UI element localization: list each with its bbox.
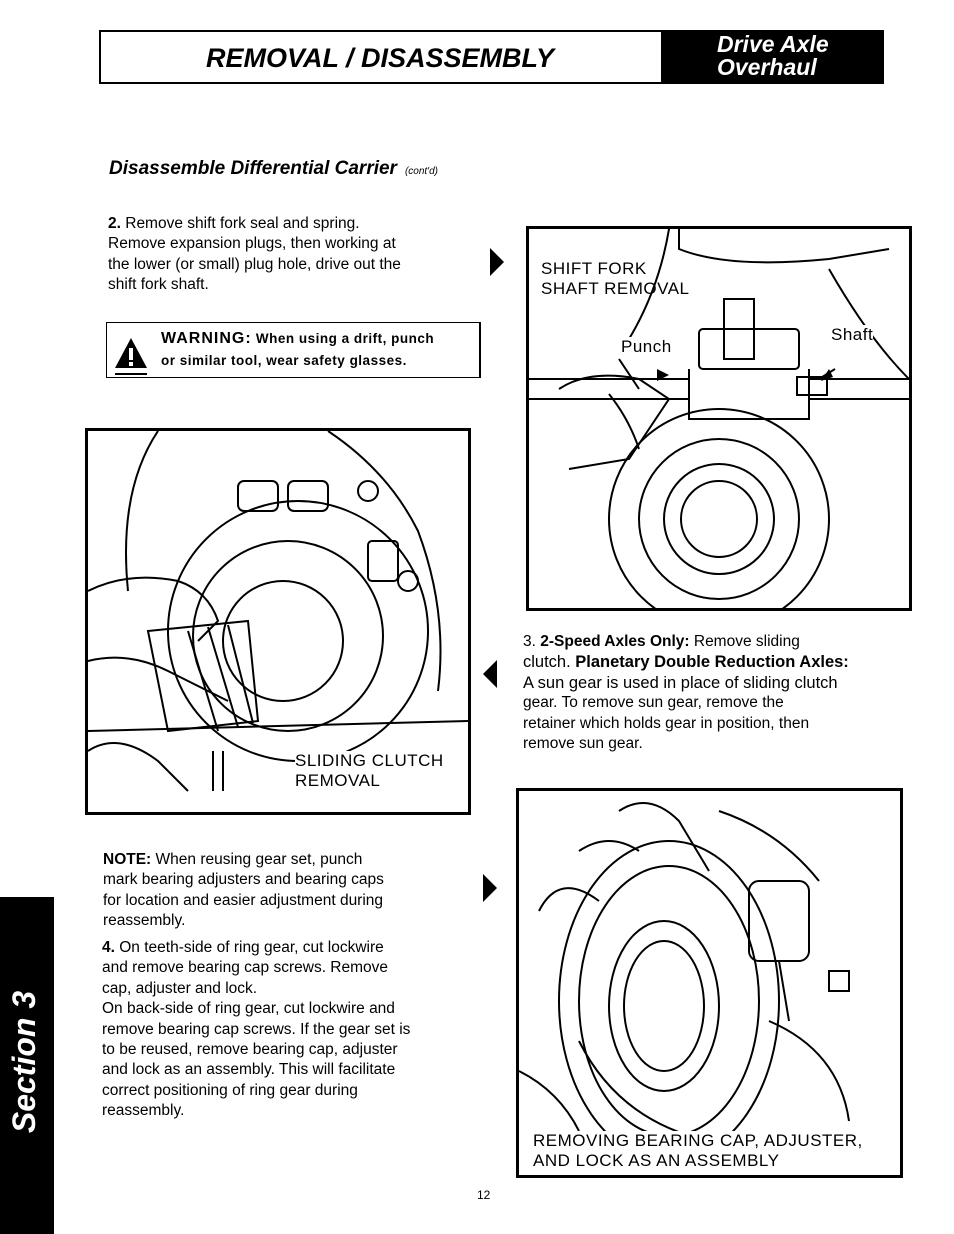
note-line2: mark bearing adjusters and bearing caps bbox=[103, 871, 384, 889]
step-3-line5: retainer which holds gear in position, t… bbox=[523, 714, 810, 732]
bearing-cap-label: REMOVING BEARING CAP, ADJUSTER, AND LOCK… bbox=[533, 1131, 863, 1171]
sliding-clutch-label-line1: SLIDING CLUTCH bbox=[295, 751, 444, 770]
sliding-clutch-label: SLIDING CLUTCH REMOVAL bbox=[295, 751, 444, 791]
step-2-number: 2. bbox=[108, 215, 121, 232]
step-4-line8: correct positioning of ring gear during bbox=[102, 1081, 358, 1099]
step-4-number: 4. bbox=[102, 939, 115, 956]
step-4-line4: On back-side of ring gear, cut lockwire … bbox=[102, 1000, 395, 1018]
step-3-line4: gear. To remove sun gear, remove the bbox=[523, 694, 784, 712]
shaft-callout: Shaft bbox=[831, 325, 874, 345]
figure-bearing-cap-removal: REMOVING BEARING CAP, ADJUSTER, AND LOCK… bbox=[516, 788, 903, 1178]
step-2-line4: shift fork shaft. bbox=[108, 276, 209, 294]
warning-lead: WARNING: bbox=[161, 330, 252, 347]
step-4-line2: and remove bearing cap screws. Remove bbox=[102, 959, 389, 977]
step-3-line2a: clutch. bbox=[523, 653, 571, 672]
bearing-cap-illustration bbox=[519, 802, 850, 1162]
figure-sliding-clutch-removal: SLIDING CLUTCH REMOVAL bbox=[85, 428, 471, 815]
figure-shift-fork-removal: SHIFT FORK SHAFT REMOVAL Punch Shaft bbox=[526, 226, 912, 611]
pointer-right-arrow-icon bbox=[490, 248, 504, 276]
shift-fork-label-line2: SHAFT REMOVAL bbox=[541, 279, 690, 298]
bearing-cap-label-line2: AND LOCK AS AN ASSEMBLY bbox=[533, 1151, 780, 1170]
step-4-line1: On teeth-side of ring gear, cut lockwire bbox=[114, 939, 384, 956]
step-3-line3: A sun gear is used in place of sliding c… bbox=[523, 673, 838, 692]
warning-line2: or similar tool, wear safety glasses. bbox=[161, 353, 407, 368]
step-3-bold1: 2-Speed Axles Only: bbox=[540, 633, 690, 650]
warning-line1: When using a drift, punch bbox=[251, 331, 435, 346]
step-4-text: 4. On teeth-side of ring gear, cut lockw… bbox=[102, 938, 474, 1122]
sliding-clutch-label-line2: REMOVAL bbox=[295, 771, 381, 790]
step-4-line9: reassembly. bbox=[102, 1102, 185, 1120]
note-line1: When reusing gear set, punch bbox=[151, 851, 363, 868]
section-tab-label: Section 3 bbox=[6, 990, 42, 1134]
page-number: 12 bbox=[477, 1188, 491, 1202]
bearing-cap-label-line1: REMOVING BEARING CAP, ADJUSTER, bbox=[533, 1131, 863, 1150]
punch-callout: Punch bbox=[621, 337, 672, 357]
step-4-line7: and lock as an assembly. This will facil… bbox=[102, 1061, 396, 1079]
section-heading-text: Disassemble Differential Carrier bbox=[109, 158, 397, 179]
step-3-number: 3. bbox=[523, 633, 536, 650]
note-text: NOTE: When reusing gear set, punch mark … bbox=[103, 850, 473, 932]
section-tab bbox=[0, 897, 54, 1234]
note-line3: for location and easier adjustment durin… bbox=[103, 891, 384, 909]
pointer-left-arrow-icon bbox=[483, 660, 497, 688]
step-2-line2: Remove expansion plugs, then working at bbox=[108, 235, 396, 253]
warning-text: WARNING: When using a drift, punch or si… bbox=[161, 328, 479, 372]
shift-fork-label-line1: SHIFT FORK bbox=[541, 259, 647, 278]
step-2-text: 2. Remove shift fork seal and spring. Re… bbox=[108, 214, 480, 296]
section-heading-cont: (cont'd) bbox=[404, 166, 438, 177]
step-4-line5: remove bearing cap screws. If the gear s… bbox=[102, 1020, 411, 1038]
page-title: REMOVAL / DISASSEMBLY bbox=[205, 42, 555, 73]
warning-triangle-icon bbox=[115, 338, 147, 375]
step-4-line6: to be reused, remove bearing cap, adjust… bbox=[102, 1041, 398, 1059]
note-lead: NOTE: bbox=[103, 851, 152, 868]
warning-box bbox=[106, 322, 481, 378]
step-2-line3: the lower (or small) plug hole, drive ou… bbox=[108, 255, 401, 273]
sliding-clutch-illustration bbox=[88, 431, 468, 792]
section-heading: Disassemble Differential Carrier (cont'd) bbox=[109, 158, 438, 180]
header-tag-line1: Drive Axle bbox=[717, 31, 829, 57]
step-2-line1: Remove shift fork seal and spring. bbox=[120, 215, 360, 232]
step-3-line6: remove sun gear. bbox=[523, 735, 643, 753]
header-tag-line2: Overhaul bbox=[717, 54, 817, 80]
step-4-line3: cap, adjuster and lock. bbox=[102, 979, 258, 997]
step-3-text: 3. 2-Speed Axles Only: Remove sliding cl… bbox=[523, 632, 893, 754]
pointer-right-arrow-icon bbox=[483, 874, 497, 902]
header-tag: Drive Axle Overhaul bbox=[661, 30, 884, 84]
shift-fork-label: SHIFT FORK SHAFT REMOVAL bbox=[541, 259, 690, 299]
note-line4: reassembly. bbox=[103, 912, 186, 930]
step-3-text1: Remove sliding bbox=[689, 633, 800, 650]
step-3-bold2: Planetary Double Reduction Axles: bbox=[570, 653, 849, 672]
shift-fork-illustration bbox=[529, 229, 909, 608]
